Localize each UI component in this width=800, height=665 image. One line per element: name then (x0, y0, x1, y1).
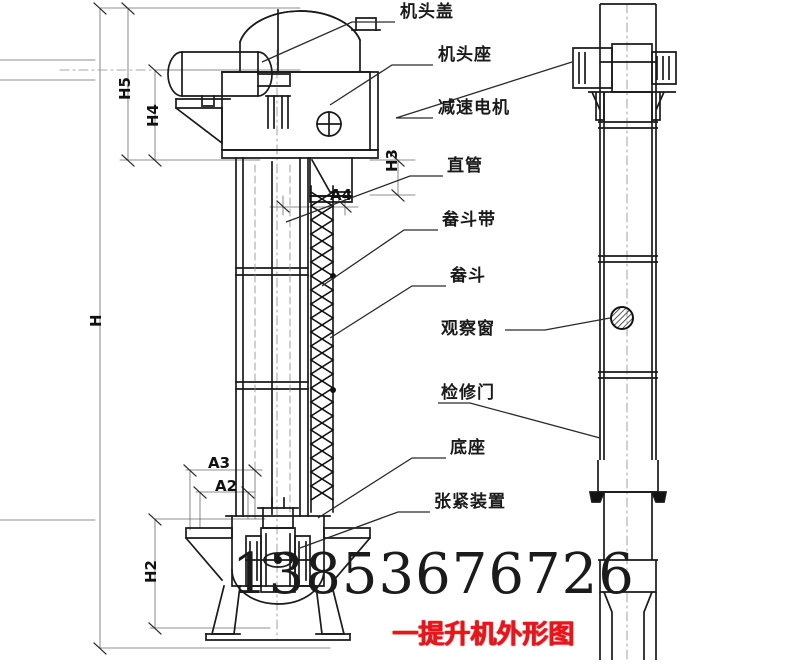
callout-gear-motor: 减速电机 (438, 98, 510, 118)
callout-tensioner: 张紧装置 (434, 492, 506, 512)
callout-observation-window: 观察窗 (441, 319, 495, 339)
callout-straight-pipe: 直管 (447, 156, 483, 176)
dimension-a4: A4 (330, 186, 353, 204)
dimension-a2: A2 (215, 477, 238, 495)
dimension-h4: H4 (144, 104, 162, 127)
dimension-h: H (87, 314, 105, 327)
phone-watermark: 13853676726 (232, 542, 635, 607)
callout-bucket-belt: 畚斗带 (442, 210, 496, 230)
callout-head-cover: 机头盖 (400, 2, 454, 22)
callout-inspection-door: 检修门 (441, 383, 495, 403)
dimension-h5: H5 (116, 77, 134, 100)
callout-bucket: 畚斗 (450, 266, 486, 286)
dimension-h3: H3 (383, 149, 401, 172)
drawing-title-red: 一提升机外形图 (392, 620, 575, 650)
callout-base: 底座 (450, 438, 486, 458)
dimension-h2: H2 (142, 560, 160, 583)
callout-head-base: 机头座 (438, 45, 492, 65)
dimension-a3: A3 (208, 454, 231, 472)
